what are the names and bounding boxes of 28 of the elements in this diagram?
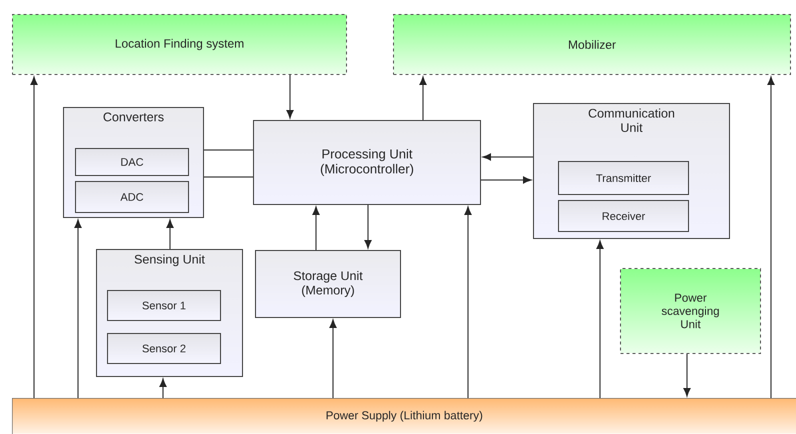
system-box: Location Finding system — [12, 14, 347, 75]
arrow — [286, 74, 294, 119]
arrow — [166, 219, 174, 250]
power-supply-bar: Power Supply (Lithium battery) — [12, 398, 796, 434]
arrow — [596, 240, 604, 398]
arrow — [683, 354, 691, 397]
arrow — [480, 176, 532, 184]
arrow — [482, 153, 534, 161]
unit-box: Storage Unit (Memory) — [255, 250, 401, 318]
arrow — [159, 378, 167, 398]
arrow — [364, 204, 372, 249]
arrow — [329, 319, 337, 398]
component-box: ADC — [75, 181, 189, 213]
arrow — [312, 206, 320, 250]
component-box: Transmitter — [558, 161, 689, 195]
connector-line — [204, 176, 254, 178]
arrow — [767, 76, 775, 398]
system-box: Mobilizer — [393, 14, 791, 75]
component-box: Receiver — [558, 200, 689, 232]
arrow — [464, 206, 472, 398]
system-box: Power scavenging Unit — [620, 268, 761, 354]
component-box: DAC — [75, 148, 189, 176]
unit-box: Processing Unit (Microcontroller) — [253, 120, 481, 205]
arrow — [419, 76, 427, 120]
component-box: Sensor 2 — [107, 333, 221, 364]
arrow — [30, 76, 38, 398]
arrow — [74, 219, 82, 398]
component-box: Sensor 1 — [107, 290, 221, 321]
